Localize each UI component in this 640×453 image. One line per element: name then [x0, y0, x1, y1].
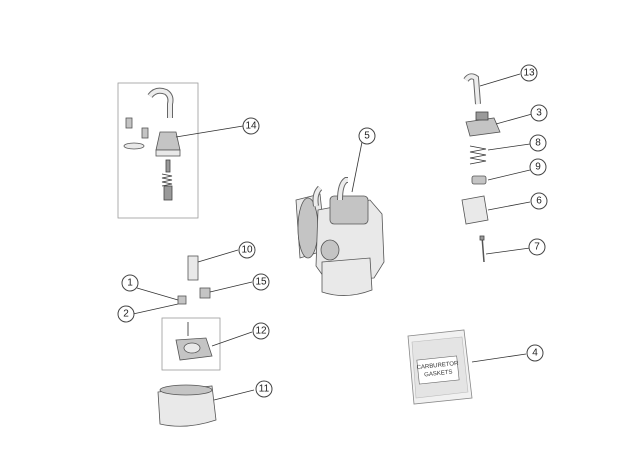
part-4-gasket-bag: CARBURETOR GASKETS [407, 329, 527, 405]
callout-14: 14 [242, 117, 260, 135]
callout-3-label: 3 [536, 108, 542, 119]
part-11-bowl [157, 384, 255, 427]
callout-1-label: 1 [127, 278, 133, 289]
callout-14-label: 14 [245, 121, 257, 132]
callout-11: 11 [255, 380, 273, 398]
callout-7-label: 7 [534, 242, 540, 253]
callout-6-label: 6 [536, 196, 542, 207]
callout-13: 13 [520, 64, 538, 82]
callout-9: 9 [529, 158, 547, 176]
part-15-jet [199, 281, 253, 299]
leader-6 [487, 201, 531, 211]
gasket-bag-label-line2: GASKETS [424, 370, 453, 379]
callout-4: 4 [526, 344, 544, 362]
callout-3: 3 [530, 104, 548, 122]
callout-10: 10 [238, 241, 256, 259]
choke-screw [125, 117, 133, 129]
part-3-cap [465, 111, 533, 137]
part-6-slide [461, 195, 531, 225]
callout-12: 12 [252, 322, 270, 340]
callout-15: 15 [252, 273, 270, 291]
leader-13 [479, 73, 521, 87]
callout-2: 2 [117, 305, 135, 323]
leader-11 [213, 389, 255, 401]
callout-2-label: 2 [123, 309, 129, 320]
leader-5 [351, 141, 363, 193]
callout-10-label: 10 [241, 245, 253, 256]
leader-9 [487, 169, 531, 181]
callout-15-label: 15 [255, 277, 267, 288]
callout-11-label: 11 [259, 384, 270, 395]
callout-6: 6 [530, 192, 548, 210]
leader-8 [487, 143, 531, 151]
callout-8: 8 [529, 134, 547, 152]
leader-15 [209, 281, 253, 293]
callout-4-label: 4 [532, 348, 538, 359]
part-9-clip [471, 169, 531, 185]
choke-spring [161, 173, 173, 187]
carburetor-body [295, 141, 385, 296]
callout-7: 7 [528, 238, 546, 256]
callout-5-label: 5 [364, 131, 370, 142]
callout-13-label: 13 [523, 68, 535, 79]
callout-12-label: 12 [255, 326, 267, 337]
part-10-jet [187, 249, 239, 281]
part-8-spring [469, 143, 531, 165]
gasket-bag-label-line1: CARBURETOR [416, 361, 459, 371]
leader-4 [471, 353, 527, 363]
leader-12 [211, 331, 253, 347]
callout-8-label: 8 [535, 138, 541, 149]
leader-1 [136, 287, 179, 301]
leader-2 [132, 303, 179, 315]
leader-3 [495, 113, 533, 125]
leader-10 [197, 249, 239, 263]
part-13-tube [463, 73, 521, 105]
leader-7 [485, 247, 531, 255]
float-assembly-group [161, 317, 253, 371]
leader-14 [175, 125, 244, 138]
part-7-needle [479, 235, 531, 263]
choke-assembly-group [117, 82, 244, 219]
choke-plunger [165, 159, 171, 173]
callout-9-label: 9 [535, 162, 541, 173]
parts-1-2 [132, 287, 187, 315]
choke-cap [155, 131, 181, 151]
choke-assembly-frame [117, 82, 199, 219]
callout-5: 5 [358, 127, 376, 145]
callout-1: 1 [121, 274, 139, 292]
